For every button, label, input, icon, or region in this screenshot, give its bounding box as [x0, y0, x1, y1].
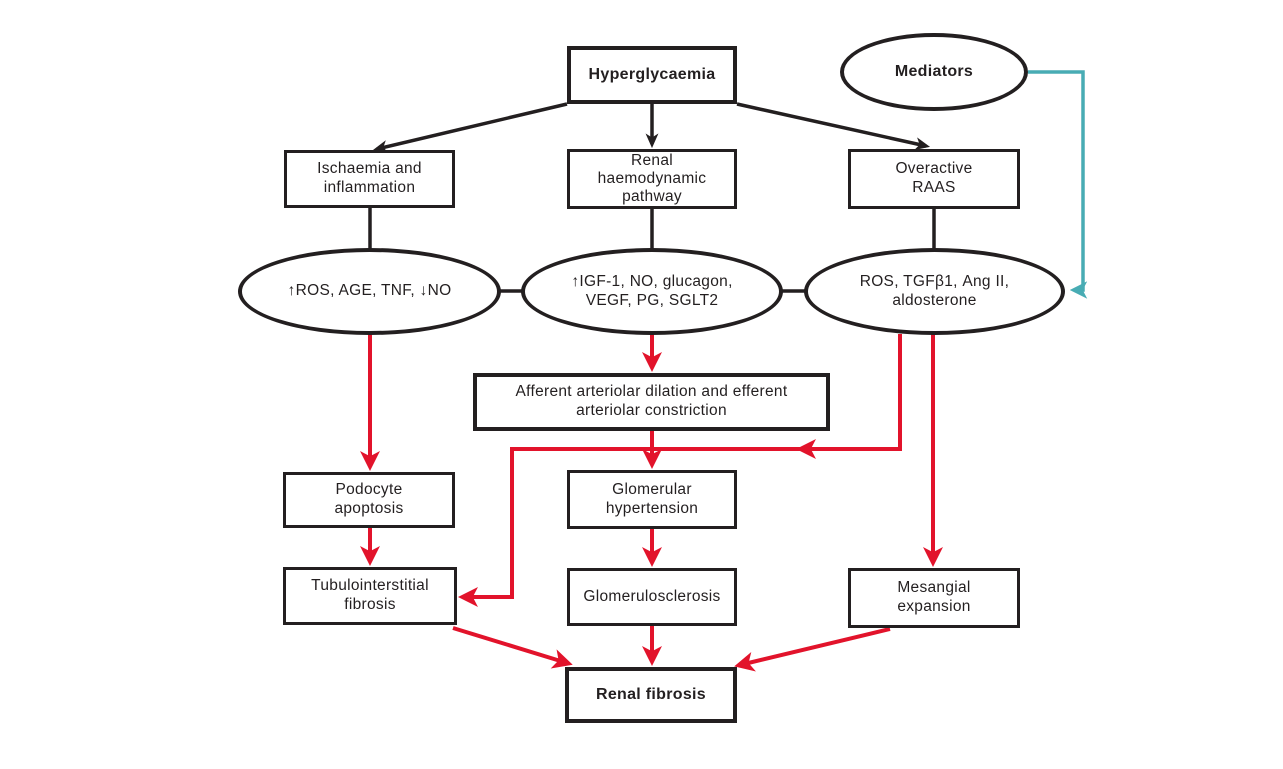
node-mediators-label: Mediators: [894, 63, 974, 81]
node-glomerulosclerosis: Glomerulosclerosis: [567, 568, 737, 626]
node-ischaemia-label: Ischaemia and inflammation: [317, 160, 422, 196]
node-mesangial-expansion: Mesangial expansion: [848, 568, 1020, 628]
node-tubulointerstitial-fibrosis: Tubulointerstitial fibrosis: [283, 567, 457, 625]
node-glomerulosclerosis-label: Glomerulosclerosis: [583, 587, 721, 605]
node-renal-haemodynamic-label: Renal haemodynamic pathway: [597, 152, 707, 205]
node-renal-fibrosis: Renal fibrosis: [565, 667, 737, 723]
node-podocyte-apoptosis-label: Podocyte apoptosis: [334, 481, 404, 517]
arrow-mesangial-to-renal-fibrosis: [734, 627, 891, 672]
node-renal-haemodynamic: Renal haemodynamic pathway: [567, 149, 737, 209]
node-afferent-efferent: Afferent arteriolar dilation and efferen…: [473, 373, 830, 431]
node-ros-tgfb1: ROS, TGFβ1, Ang II, aldosterone: [804, 248, 1065, 335]
node-overactive-raas: Overactive RAAS: [848, 149, 1020, 209]
arrow-hyperglycaemia-to-ischaemia: [372, 102, 568, 153]
arrow-rostgf-ellipse-feedback-segment: [796, 334, 902, 459]
node-ros-age-tnf-no-label: ↑ROS, AGE, TNF, ↓NO: [287, 282, 452, 300]
node-ros-tgfb1-label: ROS, TGFβ1, Ang II, aldosterone: [859, 272, 1010, 309]
node-tubulointerstitial-fibrosis-label: Tubulointerstitial fibrosis: [311, 577, 429, 613]
node-igf1-mediators: ↑IGF-1, NO, glucagon, VEGF, PG, SGLT2: [521, 248, 783, 335]
arrow-hyperglycaemia-to-overactive-raas: [736, 102, 931, 151]
node-overactive-raas-label: Overactive RAAS: [895, 160, 973, 196]
node-ischaemia: Ischaemia and inflammation: [284, 150, 455, 208]
node-renal-fibrosis-label: Renal fibrosis: [595, 686, 706, 704]
arrow-tubulointerstitial-to-renal-fibrosis: [452, 626, 573, 669]
arrow-feedback-to-tubulointerstitial: [458, 447, 802, 607]
node-mediators: Mediators: [840, 33, 1028, 111]
arrow-mediators-to-rostgf-ellipse: [1028, 70, 1088, 299]
node-mesangial-expansion-label: Mesangial expansion: [897, 579, 971, 615]
node-ros-age-tnf-no: ↑ROS, AGE, TNF, ↓NO: [238, 248, 501, 335]
node-igf1-mediators-label: ↑IGF-1, NO, glucagon, VEGF, PG, SGLT2: [571, 272, 733, 309]
node-afferent-efferent-label: Afferent arteriolar dilation and efferen…: [515, 383, 788, 419]
node-glomerular-hypertension: Glomerular hypertension: [567, 470, 737, 529]
node-hyperglycaemia: Hyperglycaemia: [567, 46, 737, 104]
node-podocyte-apoptosis: Podocyte apoptosis: [283, 472, 455, 528]
node-glomerular-hypertension-label: Glomerular hypertension: [605, 480, 699, 517]
node-hyperglycaemia-label: Hyperglycaemia: [588, 66, 716, 84]
